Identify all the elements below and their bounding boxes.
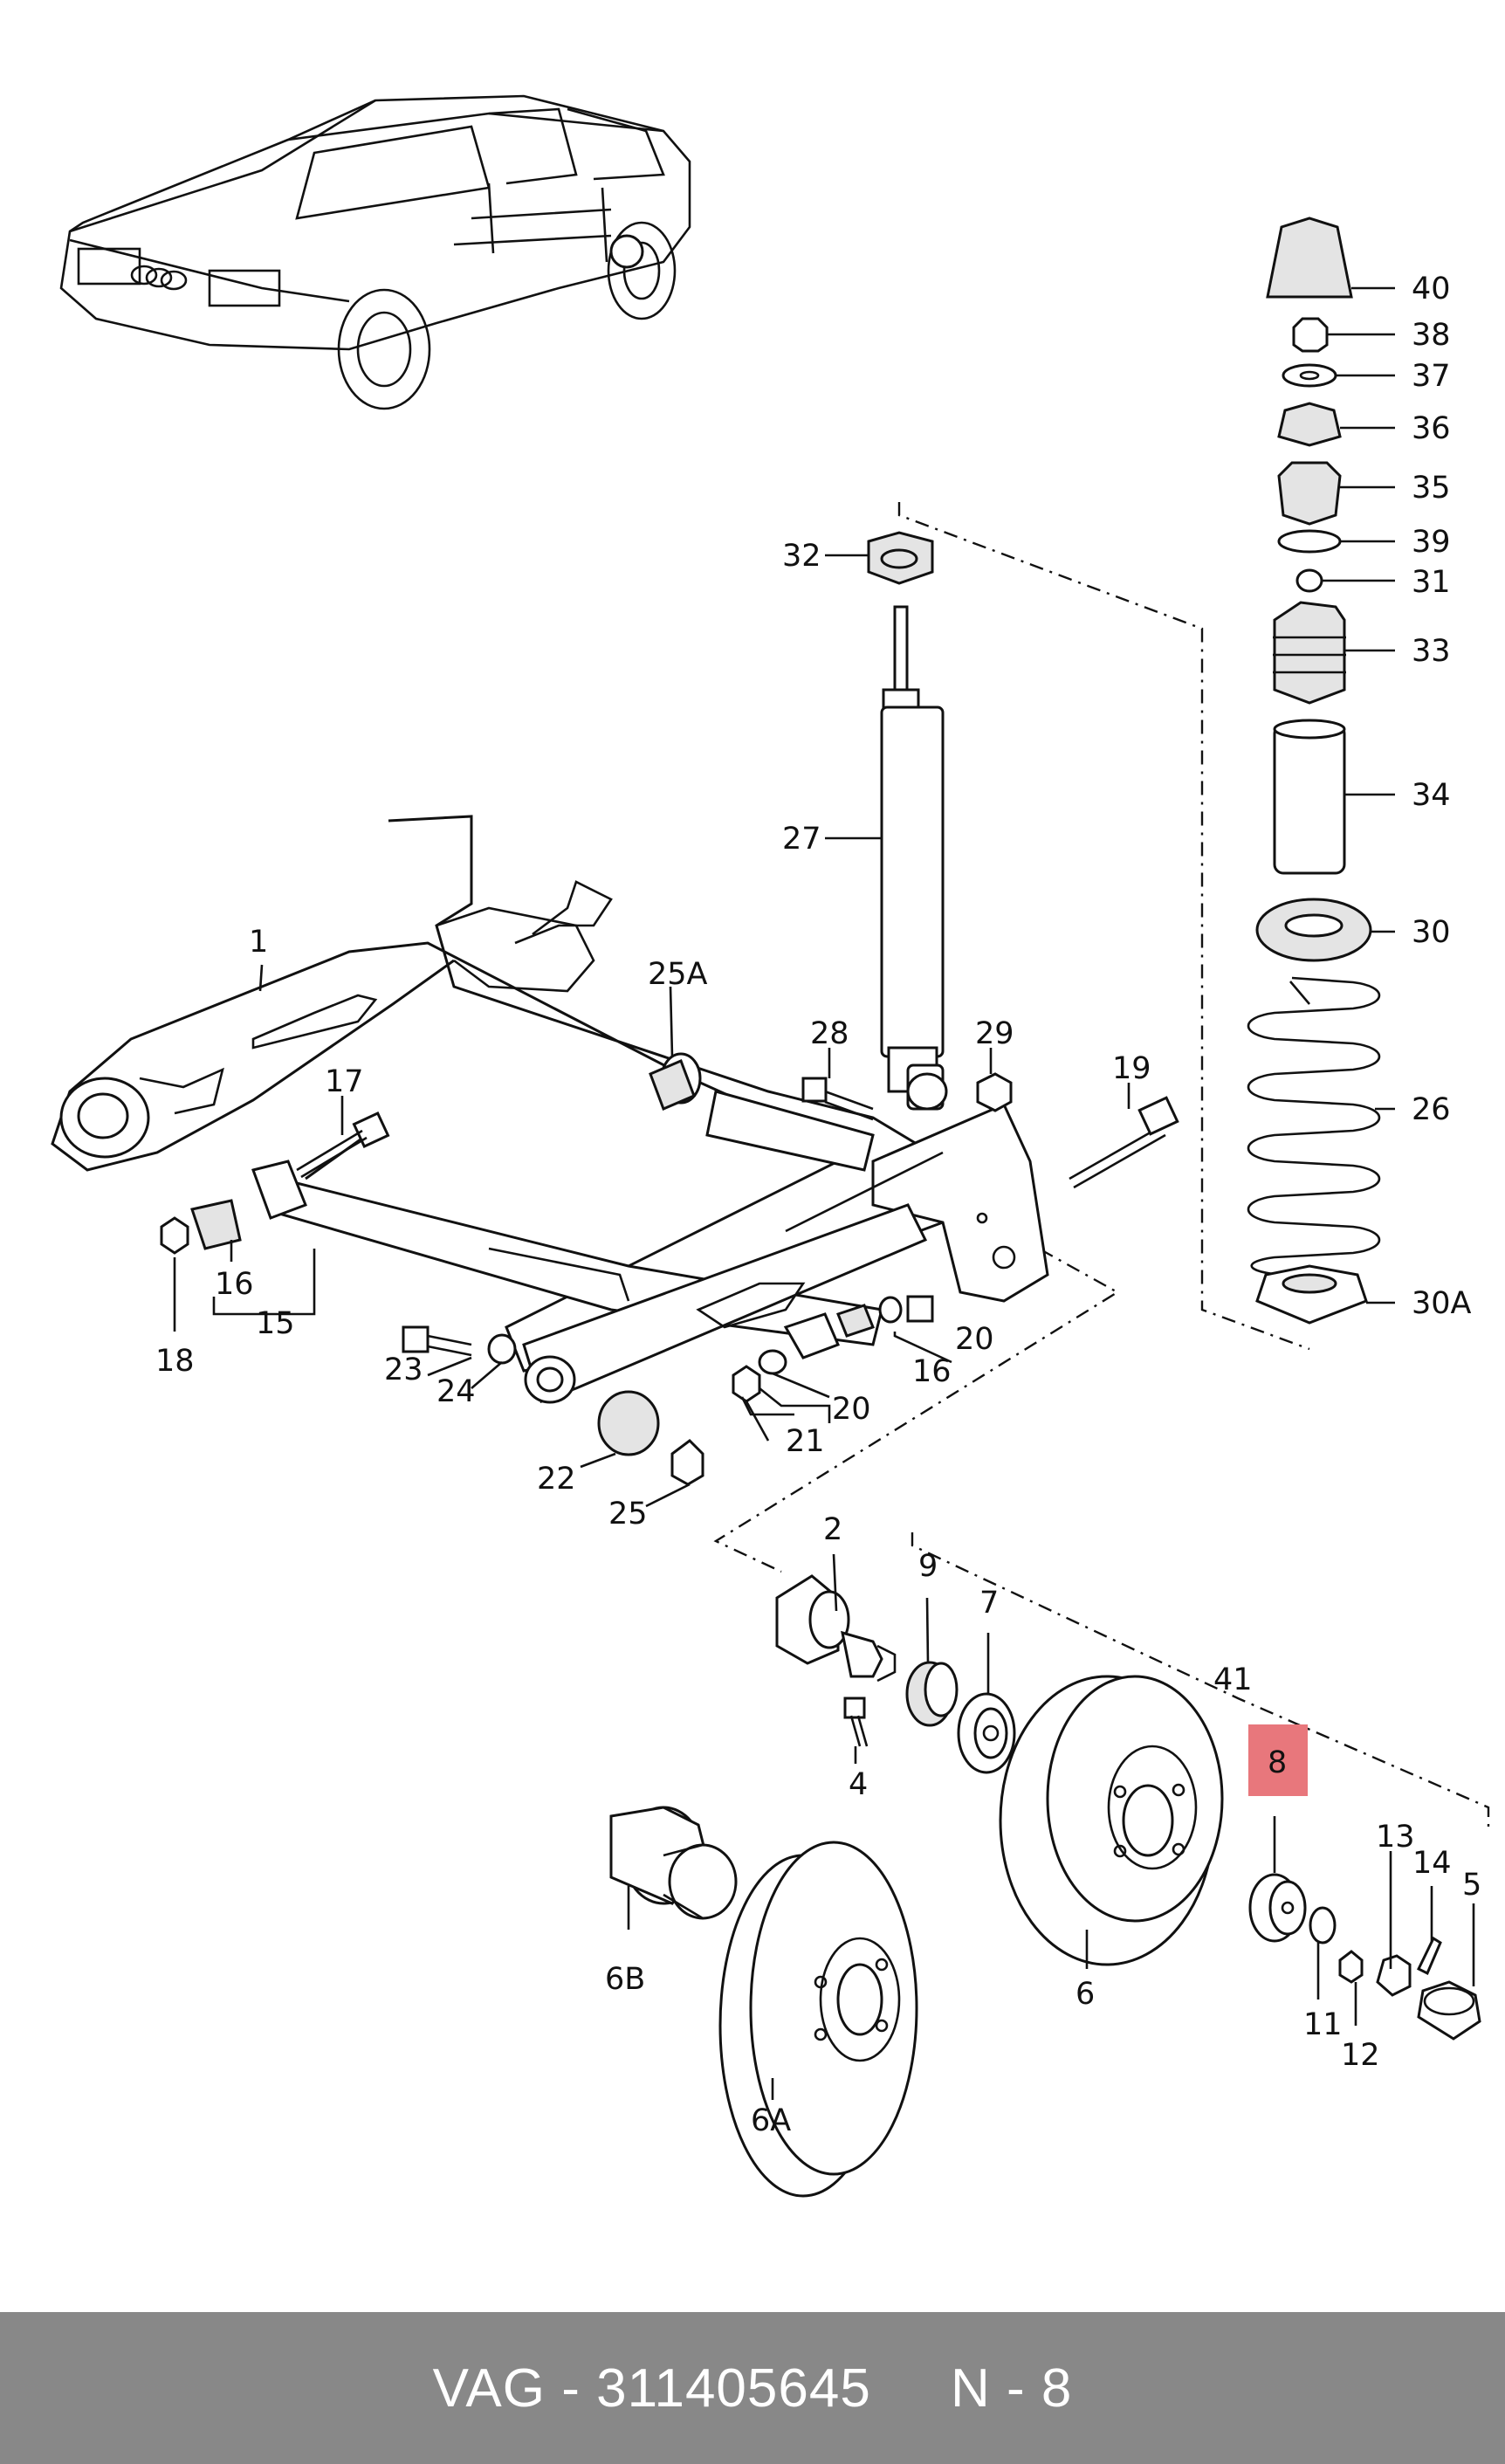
label-30A: 30A [1412,1286,1472,1321]
label-11: 11 [1303,2007,1343,2042]
part-labels: 40 38 37 36 35 39 31 33 34 30 26 30A 32 … [155,272,1481,2138]
label-16-right: 16 [912,1354,952,1389]
label-28: 28 [810,1016,849,1051]
label-17: 17 [325,1064,364,1099]
wheel-hub-assembly [609,1574,1481,2198]
label-20-lower: 20 [832,1392,871,1427]
part-number-caption: VAG - 311405645 N - 8 [432,2357,1073,2419]
label-13: 13 [1376,1820,1415,1855]
label-25A: 25A [648,957,708,992]
label-25: 25 [608,1497,648,1531]
label-32: 32 [782,539,821,574]
label-6: 6 [1075,1977,1095,2012]
label-24: 24 [436,1374,476,1409]
label-29: 29 [975,1016,1014,1051]
label-38: 38 [1412,318,1451,353]
label-33: 33 [1412,634,1451,669]
label-9: 9 [918,1549,938,1584]
footer-bar: VAG - 311405645 N - 8 [0,2312,1505,2464]
label-35: 35 [1412,471,1451,506]
label-36: 36 [1412,411,1451,446]
label-2: 2 [823,1512,842,1547]
label-7: 7 [979,1586,999,1621]
label-41: 41 [1213,1662,1253,1697]
label-1: 1 [249,925,268,960]
label-20-upper: 20 [955,1322,994,1357]
highlight-box [1248,1724,1308,1796]
label-40: 40 [1412,272,1451,306]
label-19: 19 [1112,1051,1151,1086]
label-37: 37 [1412,359,1451,394]
leader-lines [173,286,1475,2100]
label-8: 8 [1268,1745,1287,1780]
parts-diagram: 40 38 37 36 35 39 31 33 34 30 26 30A 32 … [51,94,1490,2198]
label-6B: 6B [605,1962,645,1997]
label-22: 22 [537,1462,576,1497]
spring-stack [1247,217,1381,1325]
label-16-left: 16 [215,1267,254,1302]
label-6A: 6A [751,2103,791,2138]
label-31: 31 [1412,565,1451,600]
label-15: 15 [256,1306,295,1341]
shock-absorber [867,531,948,1111]
bushings-and-bolts [160,1059,1179,1486]
label-18: 18 [155,1344,195,1379]
label-21: 21 [786,1424,825,1459]
label-23: 23 [384,1352,423,1387]
rear-axle-beam [51,815,1049,1404]
label-27: 27 [782,822,821,857]
label-14: 14 [1412,1846,1452,1881]
label-34: 34 [1412,778,1451,813]
label-39: 39 [1412,525,1451,560]
label-30: 30 [1412,915,1451,950]
label-26: 26 [1412,1092,1451,1127]
car-illustration [59,94,691,410]
label-5: 5 [1462,1868,1481,1903]
label-12: 12 [1341,2038,1380,2073]
label-4: 4 [849,1767,868,1802]
